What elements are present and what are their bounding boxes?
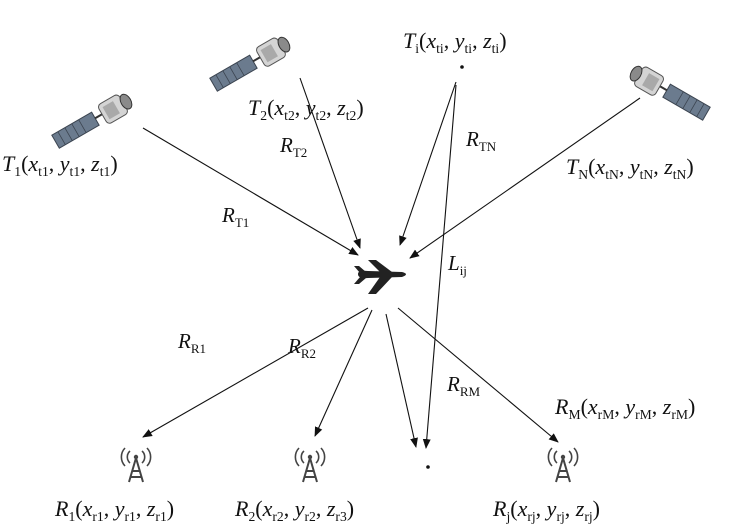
label-r2: R2(xr2, yr2, zr3) bbox=[234, 496, 354, 524]
arrow-rti bbox=[399, 81, 457, 246]
symbol-subscript: i bbox=[415, 41, 419, 56]
symbol-subscript: R2 bbox=[301, 346, 316, 361]
symbol-subscript: T1 bbox=[235, 215, 249, 230]
label-rrm: RRM bbox=[446, 372, 481, 399]
radio-tower-icon bbox=[120, 447, 152, 483]
label-r1: R1(xr1, yr1, zr1) bbox=[54, 496, 174, 524]
label-rr1: RR1 bbox=[177, 329, 206, 356]
symbol-subscript: RM bbox=[460, 384, 481, 399]
symbol-letter: R bbox=[279, 133, 293, 157]
symbol-subscript: 1 bbox=[68, 509, 75, 524]
symbol-subscript: ij bbox=[460, 263, 467, 278]
radio-tower-icon bbox=[547, 447, 579, 483]
arrow-rtn bbox=[409, 97, 641, 259]
symbol-letter: R bbox=[492, 496, 507, 521]
symbol-letter: R bbox=[554, 394, 569, 419]
label-tn: TN(xtN, ytN, ztN) bbox=[566, 154, 694, 182]
symbol-letter: T bbox=[403, 28, 417, 53]
label-rm: RM(xrM, yrM, zrM) bbox=[554, 394, 695, 422]
satellite-icon bbox=[49, 88, 137, 153]
symbol-letter: R bbox=[465, 127, 479, 151]
satellite-icon bbox=[207, 31, 295, 96]
airplane-icon bbox=[354, 260, 406, 294]
symbol-letter: L bbox=[447, 251, 460, 275]
arrow-rr1 bbox=[142, 307, 369, 438]
symbol-letter: R bbox=[234, 496, 249, 521]
symbol-letter: T bbox=[248, 95, 262, 120]
label-t2: T2(xt2, yt2, zt2) bbox=[248, 95, 364, 123]
symbol-letter: R bbox=[287, 334, 301, 358]
arrow-rt2 bbox=[299, 77, 361, 249]
label-lij: Lij bbox=[447, 251, 467, 278]
label-rt1: RT1 bbox=[221, 203, 249, 230]
arrow-rr2 bbox=[314, 309, 373, 437]
satellite-icon bbox=[625, 60, 713, 125]
arrow-rrm bbox=[397, 307, 559, 443]
symbol-subscript: R1 bbox=[191, 341, 206, 356]
symbol-letter: R bbox=[177, 329, 191, 353]
symbol-subscript: M bbox=[568, 407, 580, 422]
label-t1: T1(xt1, yt1, zt1) bbox=[2, 151, 118, 179]
arrow-rrj bbox=[385, 313, 418, 448]
symbol-subscript: TN bbox=[479, 139, 497, 154]
transmitter-point-ti bbox=[460, 65, 464, 69]
symbol-letter: R bbox=[446, 372, 460, 396]
symbol-subscript: 2 bbox=[248, 509, 255, 524]
symbol-letter: T bbox=[2, 151, 16, 176]
symbol-subscript: 2 bbox=[260, 108, 267, 123]
label-rr2: RR2 bbox=[287, 334, 316, 361]
arrow-rt1 bbox=[142, 127, 359, 256]
symbol-letter: T bbox=[566, 154, 580, 179]
symbol-subscript: T2 bbox=[293, 145, 307, 160]
label-rj: Rj(xrj, yrj, zrj) bbox=[492, 496, 600, 524]
label-ti: Ti(xti, yti, zti) bbox=[403, 28, 507, 56]
arrow-lij bbox=[422, 84, 457, 449]
label-rt2: RT2 bbox=[279, 133, 307, 160]
symbol-letter: R bbox=[54, 496, 69, 521]
radio-tower-icon bbox=[294, 447, 326, 483]
symbol-subscript: j bbox=[505, 509, 510, 524]
receiver-point-rj bbox=[426, 465, 430, 469]
label-rtn: RTN bbox=[465, 127, 497, 154]
symbol-subscript: N bbox=[578, 167, 588, 182]
symbol-subscript: 1 bbox=[14, 164, 21, 179]
symbol-letter: R bbox=[221, 203, 235, 227]
